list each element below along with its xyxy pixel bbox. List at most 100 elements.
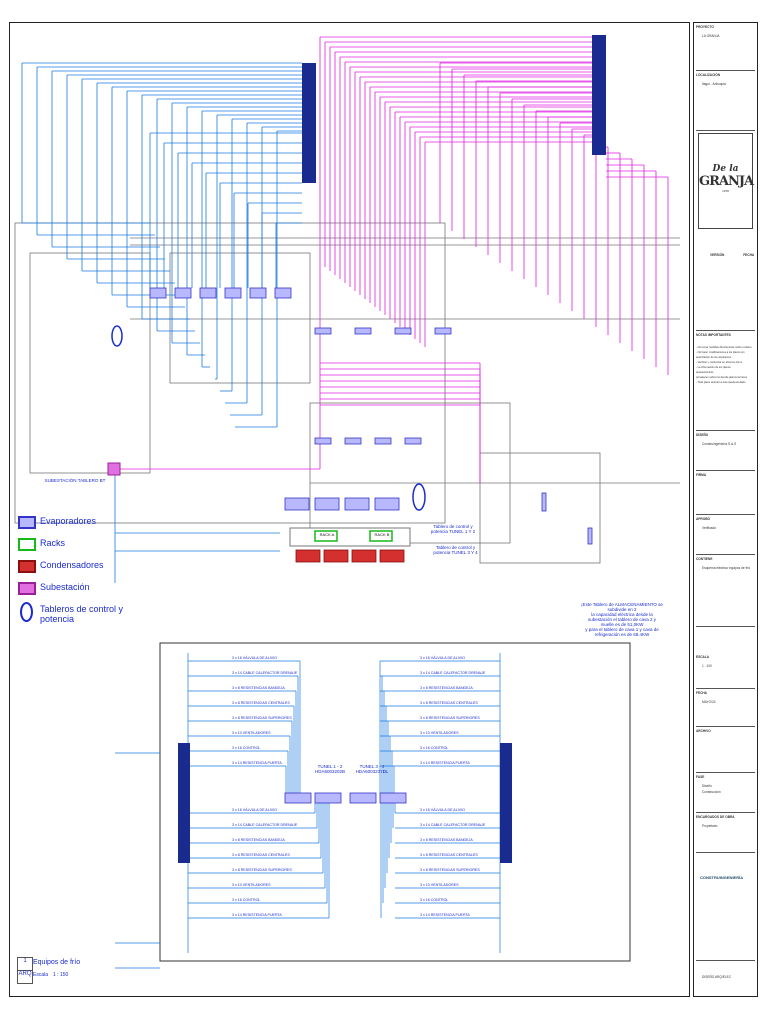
legend-item-evaporadores: Evaporadores bbox=[18, 514, 158, 536]
tunnel-3-4-top-row: 3 x 16 VÁLVULA DE ALIVIO bbox=[420, 656, 465, 660]
rack-a-box bbox=[314, 530, 338, 542]
tunnel-1-2-top-row: 3 x 14 RESISTENCIA PUERTA bbox=[232, 761, 282, 765]
substation-box bbox=[107, 462, 121, 476]
tb-fase: FASE Diseño Construcción bbox=[696, 773, 755, 813]
condenser-swatch bbox=[18, 560, 36, 573]
tunnel-3-4-bottom-row: 3 x 10 VENTILADORES bbox=[420, 883, 459, 887]
tunnel-3-4-top-row: 3 x 8 RESISTENCIAS SUPERIORES bbox=[420, 716, 480, 720]
tunnel-3-4-bottom-row: 3 x 16 VÁLVULA DE ALIVIO bbox=[420, 808, 465, 812]
tunnel-3-4-tag bbox=[500, 743, 512, 863]
tb-diseno: DISEÑO Construingeniería S.A.S bbox=[696, 431, 755, 471]
tunnel-3-4-top-row: 3 x 14 CABLE CALEFACTOR DRENAJE bbox=[420, 671, 486, 675]
legend-item-subestacion: Subestación bbox=[18, 580, 158, 602]
evaporator-d-3 bbox=[374, 497, 400, 511]
pink-panel-tag bbox=[592, 35, 606, 155]
tb-ingenieria: ENCARGADOS DE OBRA Propietario bbox=[696, 813, 755, 853]
tunnel-1-2-top-row: 3 x 8 RESISTENCIAS BANDEJA bbox=[232, 686, 285, 690]
tunnel-3-4-top-row: 3 x 8 RESISTENCIAS CENTRALES bbox=[420, 701, 478, 705]
tablero-3-4-label: Tablero de control y potencia TUNEL 3 Y … bbox=[433, 545, 478, 555]
sheet-scale-label: Escala bbox=[33, 972, 49, 978]
tunnel-evap-2 bbox=[314, 792, 342, 804]
condenser-3 bbox=[379, 549, 405, 563]
tunnel-3-4-bottom-row: 3 x 8 RESISTENCIAS BANDEJA bbox=[420, 838, 473, 842]
evaporator-d-1 bbox=[314, 497, 340, 511]
substation-tag: SUBESTACIÓN TABLERO BT bbox=[44, 478, 106, 483]
evaporator-c-3 bbox=[404, 437, 422, 445]
tb-archivo: ARCHIVO bbox=[696, 727, 755, 773]
tunnel-1-2-top-row: 3 x 8 RESISTENCIAS SUPERIORES bbox=[232, 716, 292, 720]
condenser-1 bbox=[323, 549, 349, 563]
evaporator-5 bbox=[274, 287, 292, 299]
tunnel-1-2-bottom-row: 3 x 14 CABLE CALEFACTOR DRENAJE bbox=[232, 823, 298, 827]
evaporator-d-0 bbox=[284, 497, 310, 511]
evaporator-c-2 bbox=[374, 437, 392, 445]
tb-localizacion: LOCALIZACIÓN Itagui - Antioquia bbox=[696, 71, 755, 131]
sheet-identifier: 1 ARQ Equipos de frío Escala 1 : 150 bbox=[17, 957, 97, 984]
tb-contiene: CONTIENE Esquema eléctrico equipos de fr… bbox=[696, 555, 755, 627]
tunnel-1-2-bottom-row: 3 x 16 VÁLVULA DE ALIVIO bbox=[232, 808, 277, 812]
tunnel-1-2-top-row: 3 x 14 CABLE CALEFACTOR DRENAJE bbox=[232, 671, 298, 675]
evaporator-4 bbox=[249, 287, 267, 299]
tunnel-3-4-top-row: 3 x 10 VENTILADORES bbox=[420, 731, 459, 735]
tunnel-1-2-bottom-row: 3 x 14 RESISTENCIA PUERTA bbox=[232, 913, 282, 917]
evaporator-swatch bbox=[18, 516, 36, 529]
electrical-schematic bbox=[14, 35, 680, 969]
tablero-circle-2 bbox=[412, 483, 426, 511]
evaporator-0 bbox=[149, 287, 167, 299]
evaporator-b-0 bbox=[314, 327, 332, 335]
tunnel-evap-3 bbox=[349, 792, 377, 804]
tunnel-3-4-top-row: 3 x 14 RESISTENCIA PUERTA bbox=[420, 761, 470, 765]
tb-version: VERSIÓN FECHA bbox=[696, 251, 755, 331]
company-name: CONSTRUINGENIERÍA bbox=[700, 875, 744, 880]
tunnel-3-4-top-row: 3 x 8 RESISTENCIAS BANDEJA bbox=[420, 686, 473, 690]
legend-item-condensadores: Condensadores bbox=[18, 558, 158, 580]
sheet-scale-value: 1 : 150 bbox=[53, 972, 69, 978]
evaporator-b-2 bbox=[394, 327, 412, 335]
tb-aprobo: APROBÓ Verificado bbox=[696, 515, 755, 555]
sheet-number: 1 bbox=[17, 957, 33, 971]
evaporator-c-1 bbox=[344, 437, 362, 445]
evaporator-2 bbox=[199, 287, 217, 299]
evaporator-1 bbox=[174, 287, 192, 299]
tunnel-1-2-tag bbox=[178, 743, 190, 863]
rack-a-label: RACK A bbox=[319, 532, 335, 537]
tb-firma: FIRMA bbox=[696, 471, 755, 515]
legend-item-tableros: Tableros de control y potencia bbox=[18, 602, 158, 630]
condenser-2 bbox=[351, 549, 377, 563]
tunnel-1-2-top-row: 3 x 10 VENTILADORES bbox=[232, 731, 271, 735]
sheet-code: ARQ bbox=[17, 970, 33, 984]
tb-escala: ESCALA 1 : 100 bbox=[696, 653, 755, 689]
drawing-frame bbox=[9, 22, 690, 997]
blue-panel-tag bbox=[302, 63, 316, 183]
evaporator-d-2 bbox=[344, 497, 370, 511]
rack-swatch bbox=[18, 538, 36, 551]
tunnel-3-4-bottom-row: 3 x 14 RESISTENCIA PUERTA bbox=[420, 913, 470, 917]
tunnel-1-2-bottom-row: 3 x 8 RESISTENCIAS CENTRALES bbox=[232, 853, 290, 857]
evaporator-c-0 bbox=[314, 437, 332, 445]
company-logo: De la GRANJA 1978 bbox=[698, 133, 754, 229]
tunnel-3-4-bottom-row: 3 x 14 CABLE CALEFACTOR DRENAJE bbox=[420, 823, 486, 827]
tunnel-3-4-bottom-row: 3 x 8 RESISTENCIAS SUPERIORES bbox=[420, 868, 480, 872]
tunnel-1-2-bottom-row: 3 x 8 RESISTENCIAS BANDEJA bbox=[232, 838, 285, 842]
tunnel-1-2-top-row: 3 x 8 RESISTENCIAS CENTRALES bbox=[232, 701, 290, 705]
tunel-3-4-label: TUNEL 3 - 4 HDA6003237DL bbox=[355, 764, 389, 774]
evaporator-e bbox=[587, 527, 593, 545]
tunnel-evap-1 bbox=[284, 792, 312, 804]
tunnel-3-4-top-row: 3 x 16 CONTROL bbox=[420, 746, 449, 750]
tunel-1-2-label: TUNEL 1 - 2 HDA6003202B bbox=[314, 764, 346, 774]
rack-b-label: RACK B bbox=[374, 532, 390, 537]
tb-notas: NOTAS IMPORTANTES - No tomar medidas dir… bbox=[696, 331, 755, 431]
legend-item-racks: Racks bbox=[18, 536, 158, 558]
substation-swatch bbox=[18, 582, 36, 595]
evaporator-b-3 bbox=[434, 327, 452, 335]
tunnel-3-4-bottom-row: 3 x 8 RESISTENCIAS CENTRALES bbox=[420, 853, 478, 857]
tablero-circle-icon bbox=[20, 602, 33, 622]
evaporator-b-1 bbox=[354, 327, 372, 335]
tunnel-3-4-bottom-row: 3 x 16 CONTROL bbox=[420, 898, 449, 902]
electrical-note: ¡Este Tablero de ALMACENAMIENTO se subdi… bbox=[581, 602, 663, 637]
condenser-0 bbox=[295, 549, 321, 563]
tablero-circle-1 bbox=[111, 325, 123, 347]
tunnel-1-2-bottom-row: 3 x 16 CONTROL bbox=[232, 898, 261, 902]
tb-company: CONSTRUINGENIERÍA bbox=[696, 853, 755, 961]
